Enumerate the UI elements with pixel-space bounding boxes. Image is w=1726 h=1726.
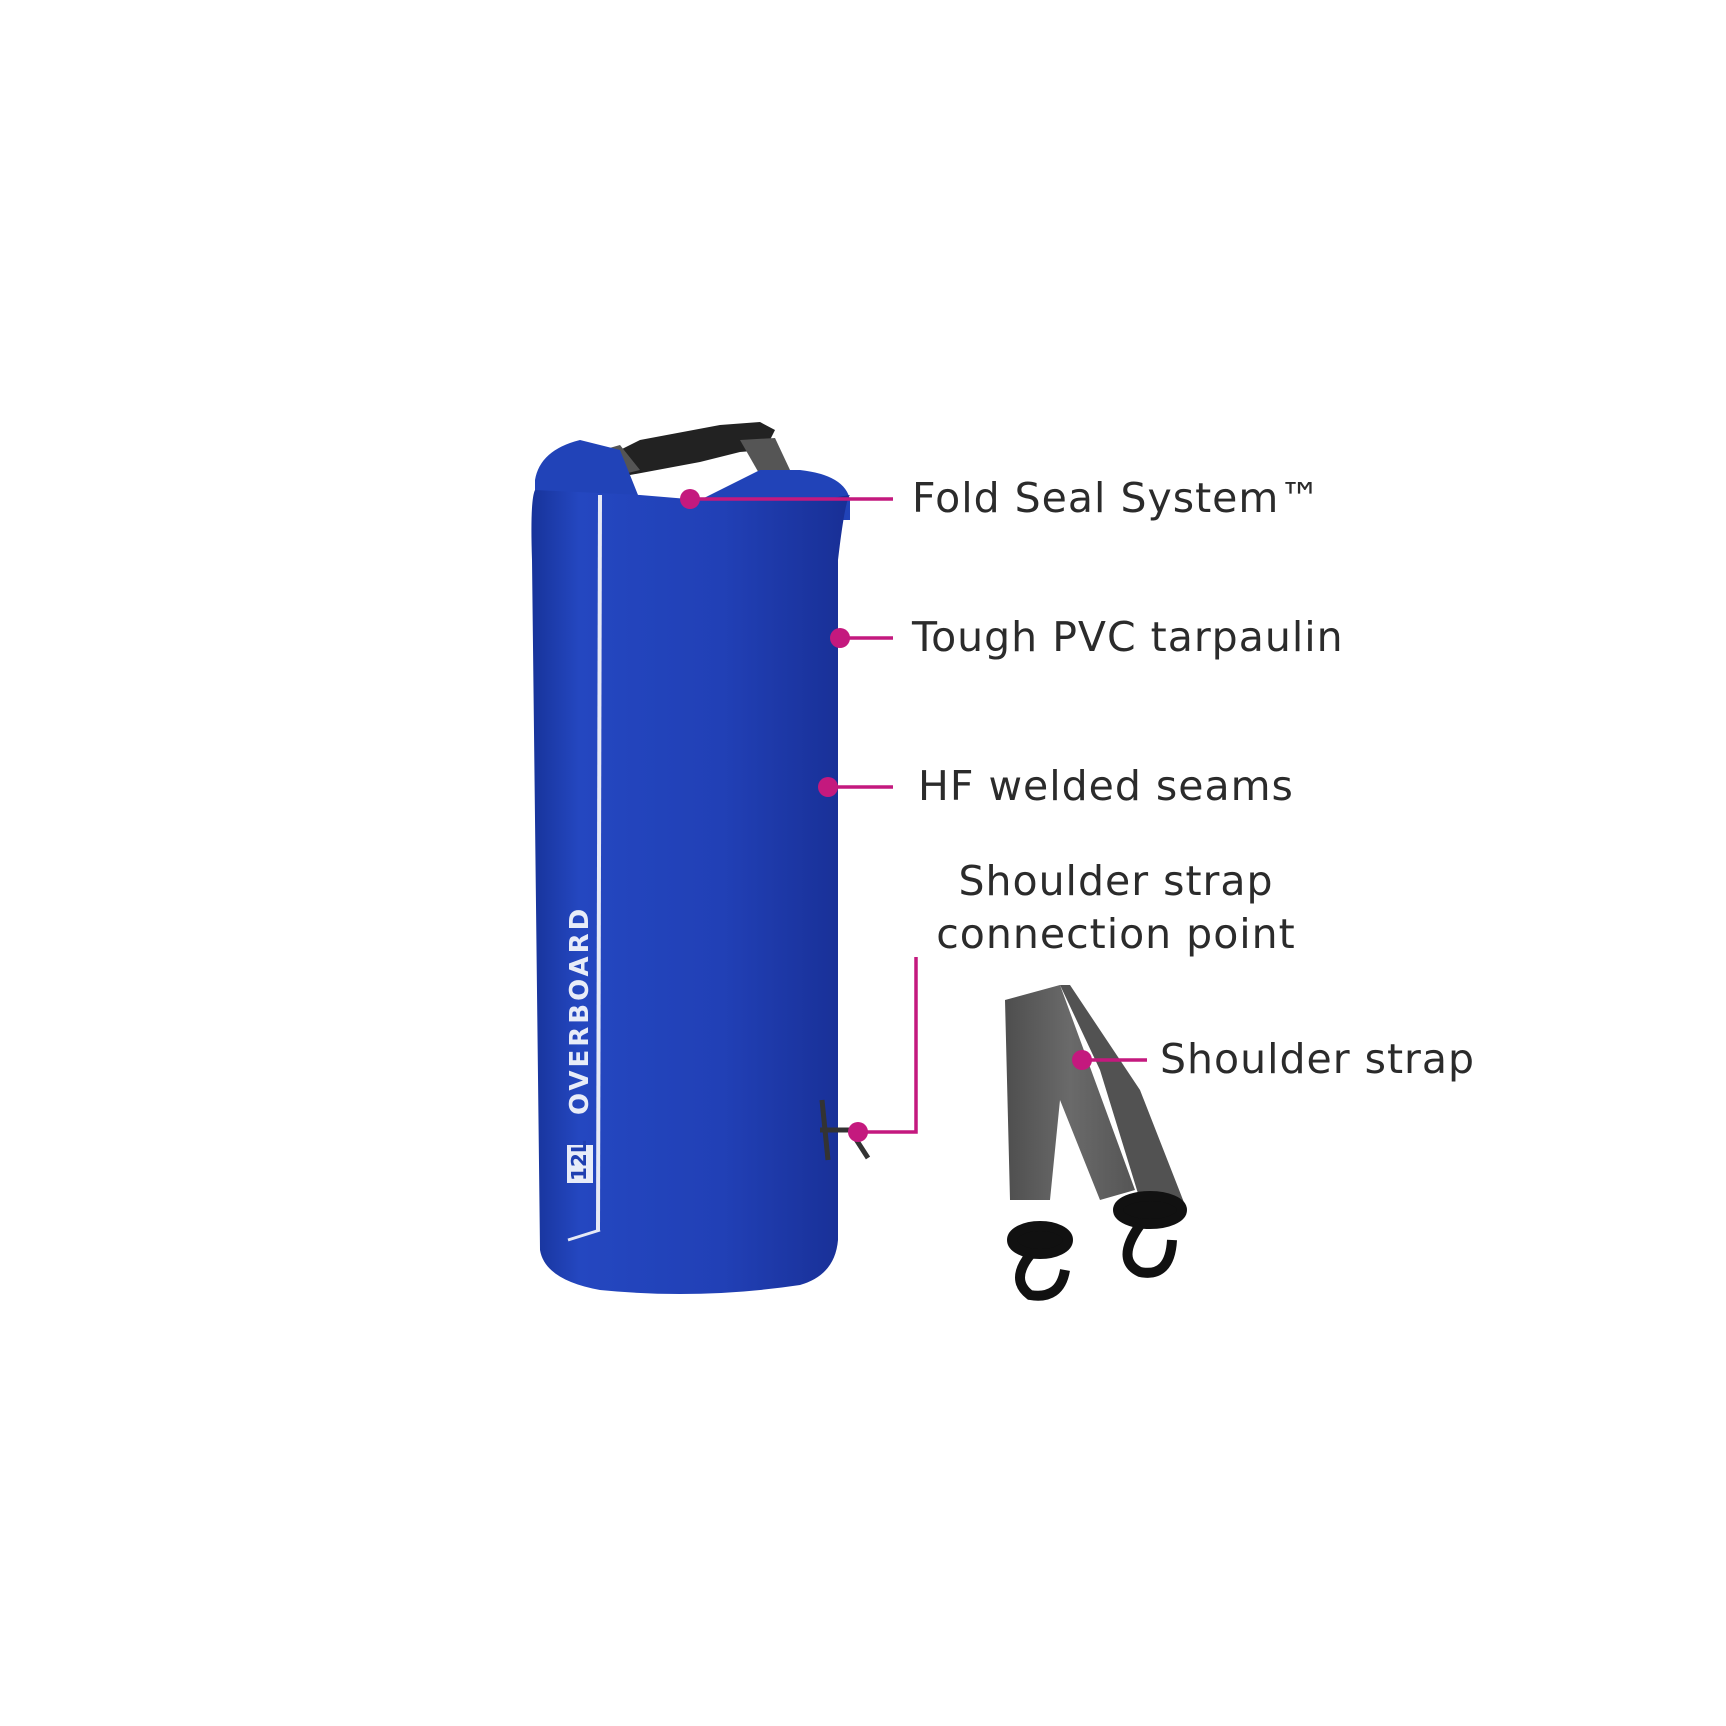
callout-line-connection	[858, 957, 918, 1134]
callout-dot	[1072, 1050, 1092, 1070]
svg-text:12L: 12L	[567, 1140, 591, 1181]
callout-dot	[830, 628, 850, 648]
shoulder-strap-image	[1005, 985, 1187, 1301]
callout-dots	[680, 489, 1092, 1142]
callout-dot	[818, 777, 838, 797]
callout-fold-seal-system: Fold Seal System™	[912, 474, 1322, 522]
callout-strap-connection-line1: Shoulder strap	[958, 857, 1274, 905]
callout-strap-connection-point: Shoulder strap connection point	[916, 855, 1316, 961]
callout-shoulder-strap: Shoulder strap	[1160, 1035, 1476, 1083]
callout-strap-connection-line2: connection point	[936, 910, 1296, 958]
callout-dot	[848, 1122, 868, 1142]
capacity-badge	[567, 1145, 593, 1183]
dry-bag: OVERBOARD 12L	[531, 422, 871, 1294]
callout-lines	[690, 497, 1147, 1134]
buckle-handle	[600, 422, 775, 475]
callout-hf-welded-seams: HF welded seams	[918, 762, 1294, 810]
callout-tough-pvc-tarpaulin: Tough PVC tarpaulin	[912, 613, 1344, 661]
callout-dot	[680, 489, 700, 509]
brand-logo: OVERBOARD	[565, 906, 595, 1115]
